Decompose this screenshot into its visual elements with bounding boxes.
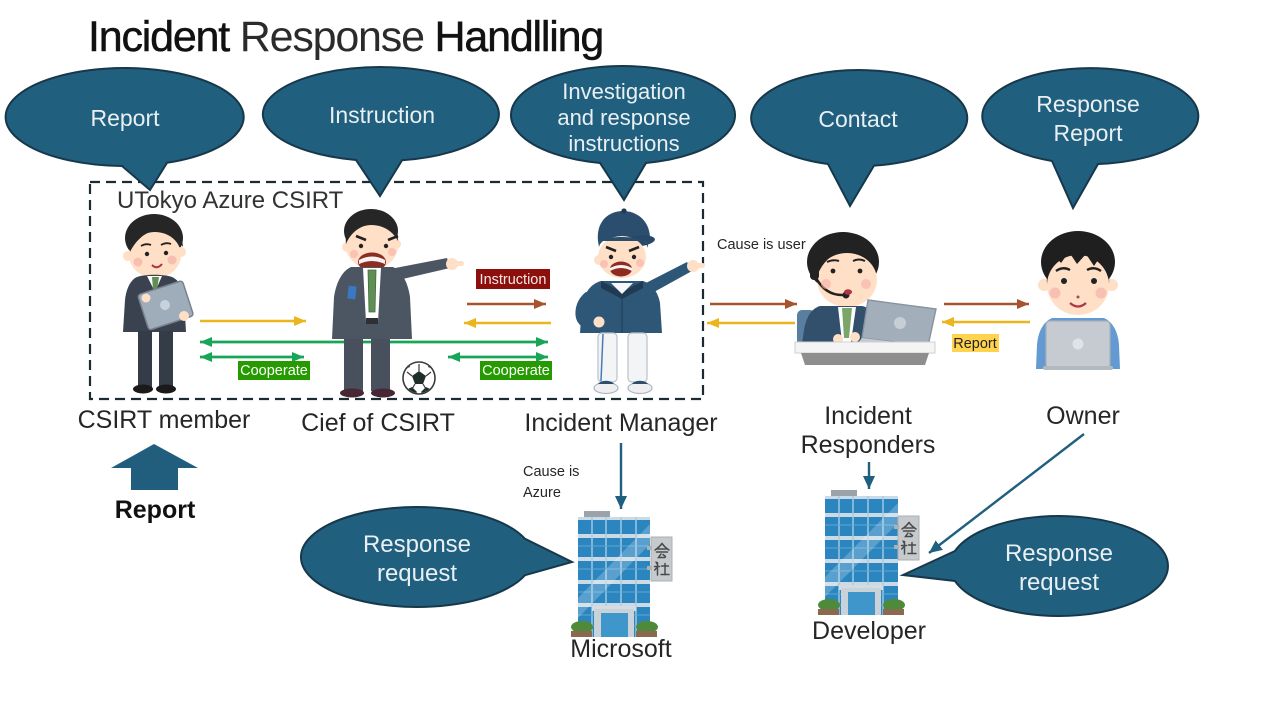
svg-text:Microsoft: Microsoft (570, 635, 671, 663)
svg-text:request: request (1019, 569, 1099, 596)
svg-text:and response: and response (557, 105, 690, 130)
svg-text:Incident Manager: Incident Manager (524, 409, 717, 437)
svg-text:request: request (377, 560, 457, 587)
svg-text:Cooperate: Cooperate (482, 363, 550, 379)
svg-text:Report: Report (1053, 120, 1123, 146)
svg-text:Owner: Owner (1046, 402, 1120, 430)
svg-text:Azure: Azure (523, 485, 561, 501)
svg-text:Cause is user: Cause is user (717, 237, 806, 253)
svg-text:Response: Response (1036, 91, 1140, 117)
svg-text:Developer: Developer (812, 617, 926, 645)
svg-text:Report: Report (90, 105, 160, 131)
svg-text:Response: Response (1005, 540, 1113, 567)
svg-text:Report: Report (115, 496, 196, 524)
svg-text:UTokyo Azure CSIRT: UTokyo Azure CSIRT (117, 187, 344, 214)
svg-text:Response: Response (363, 531, 471, 558)
svg-text:Investigation: Investigation (562, 79, 686, 104)
svg-text:CSIRT member: CSIRT member (78, 406, 251, 434)
svg-text:Cooperate: Cooperate (240, 363, 308, 379)
svg-text:Report: Report (953, 336, 997, 352)
svg-text:Incident: Incident (824, 402, 912, 430)
svg-text:Responders: Responders (801, 431, 936, 459)
svg-text:Instruction: Instruction (329, 102, 435, 128)
svg-text:instructions: instructions (568, 131, 679, 156)
svg-text:Cause is: Cause is (523, 464, 579, 480)
svg-text:Incident Response Handlling: Incident Response Handlling (88, 13, 603, 61)
svg-text:Contact: Contact (818, 106, 898, 132)
svg-text:Cief of CSIRT: Cief of CSIRT (301, 409, 455, 437)
svg-text:Instruction: Instruction (480, 272, 547, 288)
